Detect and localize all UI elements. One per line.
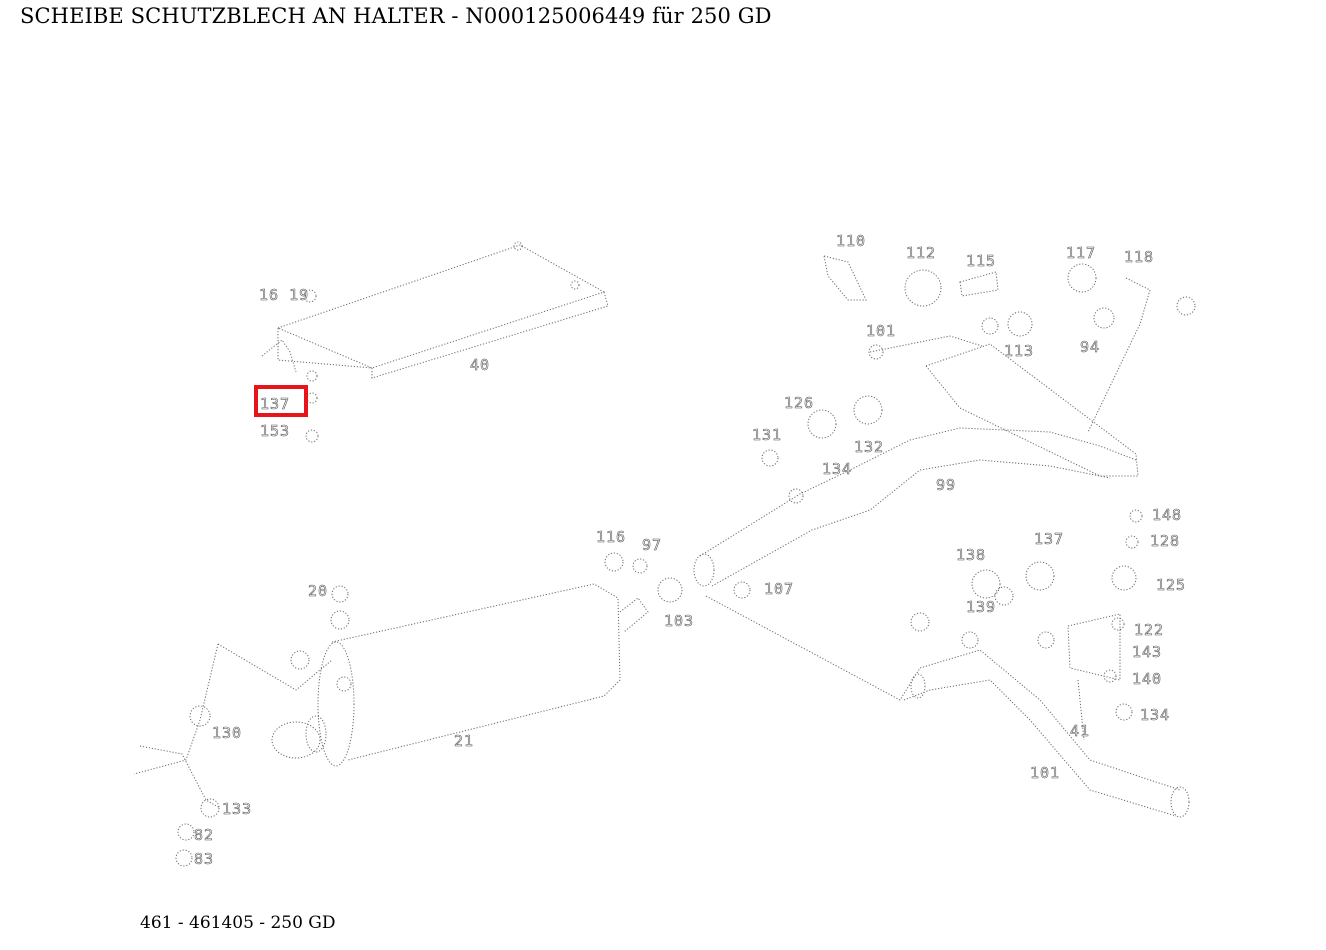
page-title: SCHEIBE SCHUTZBLECH AN HALTER - N0001250… — [20, 4, 772, 28]
part-label[interactable]: 125 — [1156, 576, 1186, 595]
part-label[interactable]: 101 — [866, 322, 896, 341]
part-label[interactable]: 82 — [194, 826, 214, 845]
part-label[interactable]: 134 — [822, 460, 852, 479]
part-label[interactable]: 116 — [596, 528, 626, 547]
part-label[interactable]: 148 — [1152, 506, 1182, 525]
part-label[interactable]: 137 — [1034, 530, 1064, 549]
part-label[interactable]: 83 — [194, 850, 214, 869]
part-label[interactable]: 40 — [470, 356, 490, 375]
part-label[interactable]: 139 — [966, 598, 996, 617]
part-label[interactable]: 134 — [1140, 706, 1170, 725]
part-label[interactable]: 112 — [906, 244, 936, 263]
part-label[interactable]: 113 — [1004, 342, 1034, 361]
heat-shield-plate — [261, 241, 609, 443]
part-label[interactable]: 16 19 — [259, 286, 309, 305]
part-label[interactable]: 143 — [1132, 643, 1162, 662]
exhaust-pipe-middle — [604, 395, 1137, 603]
part-label[interactable]: 115 — [966, 252, 996, 271]
part-label[interactable]: 117 — [1066, 244, 1096, 263]
part-label[interactable]: 122 — [1134, 621, 1164, 640]
part-label[interactable]: 21 — [454, 732, 474, 751]
part-label[interactable]: 101 — [1030, 764, 1060, 783]
part-label[interactable]: 94 — [1080, 338, 1100, 357]
part-label[interactable]: 103 — [664, 612, 694, 631]
part-label[interactable]: 107 — [764, 580, 794, 599]
exhaust-pipe-front — [705, 509, 1190, 818]
selected-part-highlight[interactable] — [254, 385, 308, 417]
part-label-selected[interactable]: 137 — [260, 395, 290, 414]
part-number-labels: 16 19 40 137 153 110 112 115 117 118 101… — [194, 232, 1186, 869]
rear-muffler — [133, 583, 649, 867]
part-label[interactable]: 110 — [836, 232, 866, 251]
part-label[interactable]: 41 — [1070, 722, 1090, 741]
part-label[interactable]: 153 — [260, 422, 290, 441]
part-label[interactable]: 140 — [1132, 670, 1162, 689]
part-label[interactable]: 132 — [854, 438, 884, 457]
part-label[interactable]: 128 — [1150, 532, 1180, 551]
part-label[interactable]: 97 — [642, 536, 662, 555]
part-label[interactable]: 130 — [212, 724, 242, 743]
diagram-caption: 461 - 461405 - 250 GD — [140, 913, 336, 933]
part-label[interactable]: 131 — [752, 426, 782, 445]
part-label[interactable]: 133 — [222, 800, 252, 819]
part-label[interactable]: 138 — [956, 546, 986, 565]
part-label[interactable]: 126 — [784, 394, 814, 413]
part-label[interactable]: 99 — [936, 476, 956, 495]
hanger-bracket-upper — [823, 255, 1196, 477]
part-label[interactable]: 118 — [1124, 248, 1154, 267]
part-label[interactable]: 20 — [308, 582, 328, 601]
